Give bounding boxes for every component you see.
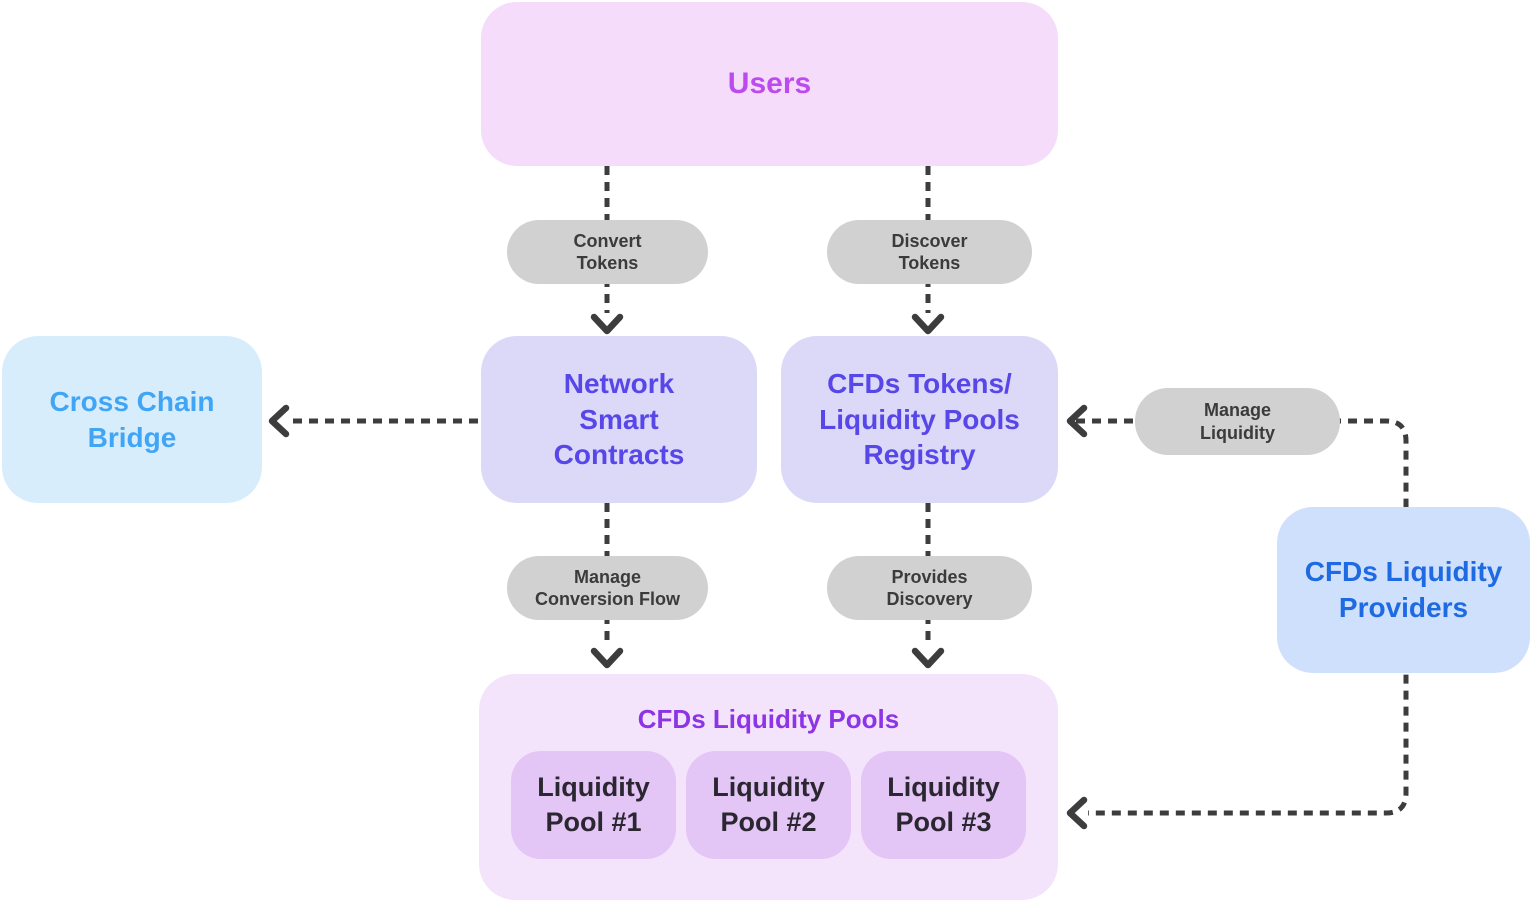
edge-label-manage-conversion-flow-text: Manage Conversion Flow: [534, 566, 680, 610]
node-liquidity-pool-2: Liquidity Pool #2: [686, 751, 851, 859]
arrow-down-icon: [911, 313, 945, 335]
node-users: Users: [481, 2, 1058, 166]
node-network-smart-contracts-label: Network Smart Contracts: [553, 367, 685, 471]
edge-label-discover-tokens-text: Discover Tokens: [891, 230, 968, 274]
node-liquidity-pool-3-label: Liquidity Pool #3: [887, 771, 1000, 837]
node-liquidity-pool-1: Liquidity Pool #1: [511, 751, 676, 859]
arrow-down-icon: [911, 647, 945, 669]
node-liquidity-pool-1-label: Liquidity Pool #1: [537, 771, 650, 837]
edge-label-manage-liquidity-text: Manage Liquidity: [1200, 400, 1275, 443]
node-cross-chain-bridge: Cross Chain Bridge: [2, 336, 262, 503]
edge-label-provides-discovery: Provides Discovery: [827, 556, 1032, 620]
node-network-smart-contracts: Network Smart Contracts: [481, 336, 757, 503]
edge-label-convert-tokens: Convert Tokens: [507, 220, 708, 284]
arrow-left-icon: [268, 404, 290, 438]
node-cfds-registry-label: CFDs Tokens/ Liquidity Pools Registry: [819, 367, 1020, 471]
arrow-left-icon: [1066, 404, 1088, 438]
node-cfds-liquidity-providers: CFDs Liquidity Providers: [1277, 507, 1530, 673]
arrow-down-icon: [590, 647, 624, 669]
node-cross-chain-bridge-label: Cross Chain Bridge: [49, 385, 215, 453]
edge-label-manage-liquidity: Manage Liquidity: [1135, 388, 1340, 455]
node-liquidity-pool-3: Liquidity Pool #3: [861, 751, 1026, 859]
arrow-left-icon: [1066, 796, 1088, 830]
edge-label-discover-tokens: Discover Tokens: [827, 220, 1032, 284]
cfds-liquidity-pools-title: CFDs Liquidity Pools: [637, 704, 900, 734]
node-cfds-liquidity-providers-label: CFDs Liquidity Providers: [1304, 556, 1503, 623]
node-users-label: Users: [727, 67, 812, 100]
edge-label-provides-discovery-text: Provides Discovery: [886, 566, 973, 610]
node-cfds-tokens-liquidity-pools-registry: CFDs Tokens/ Liquidity Pools Registry: [781, 336, 1058, 503]
edge-label-convert-tokens-text: Convert Tokens: [573, 230, 642, 274]
node-liquidity-pool-2-label: Liquidity Pool #2: [712, 771, 825, 837]
arrow-down-icon: [590, 313, 624, 335]
node-cfds-liquidity-pools: CFDs Liquidity Pools Liquidity Pool #1 L…: [479, 674, 1058, 900]
liquidity-pools-row: Liquidity Pool #1 Liquidity Pool #2 Liqu…: [511, 751, 1026, 859]
edge-label-manage-conversion-flow: Manage Conversion Flow: [507, 556, 708, 620]
